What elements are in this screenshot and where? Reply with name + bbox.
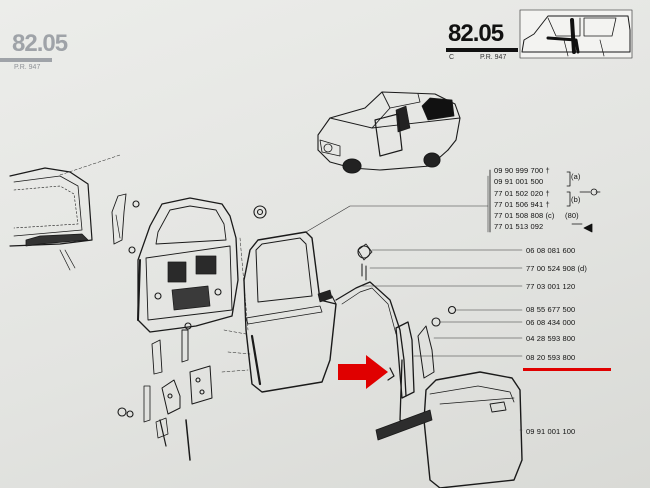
bracket-label-80: (80) [565,211,579,220]
bracket-part-6: 77 01 513 092 [494,222,544,231]
regulator-plate [387,321,435,399]
page-number-right: 82.05 [448,20,504,47]
bracket-part-3: 77 01 502 020 † [494,189,550,198]
part-label: 06 08 434 000 [526,318,576,327]
part-label: 06 08 081 600 [526,246,576,255]
pr-reference-right: P.R. 947 [480,54,507,61]
part-label: 77 00 524 908 (d) [526,264,587,273]
part-label: 08 55 677 500 [526,305,576,314]
bracket-part-4: 77 01 506 941 † [494,200,550,209]
highlighted-part-label: 08 20 593 800 [526,353,576,362]
page-number-left: 82.05 [12,30,68,57]
thumbnail-car-side [519,9,633,59]
perspective-car [317,91,461,174]
bracket-part-5: 77 01 508 808 (c) [494,211,555,220]
rear-door-outer [221,231,337,393]
page-number-right-rule [446,48,518,52]
part-label: 09 91 001 100 [526,427,576,436]
hinge-parts [117,329,213,461]
bracket-group-frame [489,169,601,233]
pr-reference-left: P.R. 947 [14,64,41,71]
bracket-label-b: (b) [571,195,581,204]
red-arrow-icon [338,355,388,389]
rear-door-inner-panel [137,197,267,333]
window-channel [335,243,457,425]
part-label: 04 28 593 800 [526,334,576,343]
leader-lines [305,175,523,431]
bracket-label-a: (a) [571,172,581,181]
front-door-fragment [9,154,121,271]
highlight-underline [523,368,611,371]
guide-channel-left [111,193,140,254]
page-number-left-rule [0,58,52,62]
bracket-part-2: 09 91 001 500 [494,177,544,186]
bracket-part-1: 09 90 999 700 † [494,166,550,175]
outer-door-skin [375,371,523,488]
part-label: 77 03 001 120 [526,282,576,291]
section-letter: C [449,54,455,61]
